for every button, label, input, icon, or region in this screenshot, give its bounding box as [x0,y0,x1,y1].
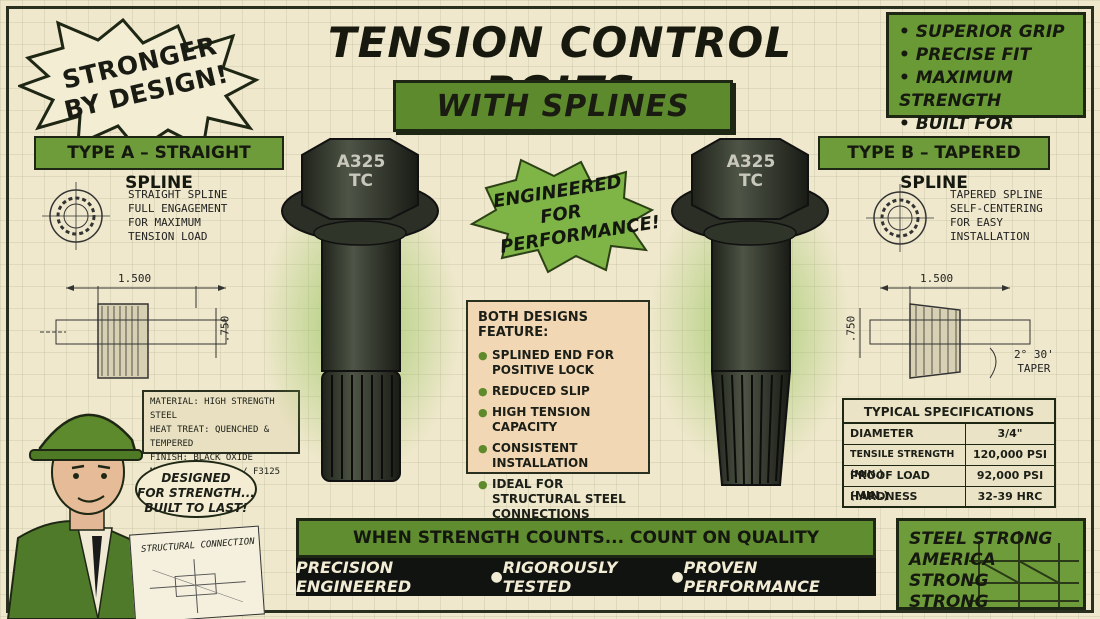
material-line: MATERIAL: HIGH STRENGTH STEEL [150,397,275,421]
type-a-label: TYPE A – STRAIGHT SPLINE [34,136,284,193]
spec-value: 32-39 HRC [977,490,1043,503]
steel-line: STEEL STRONG [909,529,1053,549]
structural-drawing-paper: STRUCTURAL CONNECTION [129,525,265,619]
features-box: SUPERIOR GRIP PRECISE FIT MAXIMUM STRENG… [886,12,1086,157]
building-frame-icon [969,531,1079,607]
speech-bubble: DESIGNED FOR STRENGTH... BUILT TO LAST! [135,460,257,518]
tagline-item: PROVEN PERFORMANCE [683,558,820,596]
feature-item: MAXIMUM STRENGTH [899,67,1073,113]
both-item: IDEAL FOR STRUCTURAL STEEL CONNECTIONS [478,477,638,522]
both-item: REDUCED SLIP [478,384,638,399]
typical-specs-table: TYPICAL SPECIFICATIONS DIAMETER 3/4" TEN… [842,398,1056,508]
both-designs-box: BOTH DESIGNS FEATURE: SPLINED END FOR PO… [466,300,650,521]
note-line: SELF-CENTERING [950,202,1043,215]
material-line: FINISH: BLACK OXIDE [150,453,253,463]
spec-key: PROOF LOAD (MIN.) [844,466,966,502]
taper-label: TAPER [1017,362,1051,375]
engineer-illustration [6,413,170,619]
bolt-type-b-image [650,138,850,486]
type-b-note: TAPERED SPLINE SELF-CENTERING FOR EASY I… [950,188,1070,244]
bolt-a-marking: A325 TC [316,153,406,191]
steel-line: AMERICA STRONG [909,550,996,591]
spec-value: 3/4" [997,427,1023,440]
type-b-length-dim: 1.500 [920,272,954,285]
stronger-by-design-burst: STRONGER BY DESIGN! [15,17,263,153]
table-row: TENSILE STRENGTH (MIN.) 120,000 PSI [844,445,1054,480]
bolt-marking-line: A325 [726,152,776,172]
bolt-type-a-image [260,138,460,482]
specs-title: TYPICAL SPECIFICATIONS [844,400,1054,424]
bubble-line: BUILT TO LAST! [144,501,248,515]
straight-spline-drawing [40,285,227,379]
bubble-line: FOR STRENGTH... [137,486,255,500]
paper-sketch [149,559,246,614]
note-line: STRAIGHT SPLINE [128,188,228,201]
subtitle-banner: WITH SPLINES [393,80,733,132]
spec-value: 92,000 PSI [976,469,1044,482]
slogan-banner: WHEN STRENGTH COUNTS... COUNT ON QUALITY… [296,518,876,582]
bolt-marking-line: TC [738,171,764,191]
table-row: HARDNESS 32-39 HRC [844,487,1054,508]
spec-key: DIAMETER [844,424,966,444]
material-line: HEAT TREAT: QUENCHED & TEMPERED [150,425,270,449]
feature-item: SUPERIOR GRIP [899,21,1073,44]
note-line: TENSION LOAD [128,230,208,243]
tagline-item: PRECISION ENGINEERED [296,558,412,596]
bolt-marking-line: A325 [336,152,386,172]
type-a-dia-dim: .750 [218,315,232,343]
note-line: FULL ENGAGEMENT [128,202,228,215]
steel-line: STRONG [909,592,989,610]
subtitle: WITH SPLINES [436,89,690,124]
bullet-icon: ● [671,569,684,585]
type-b-dia-dim: .750 [844,315,858,343]
starburst-shape [15,17,260,152]
engineered-burst-shape [469,158,655,274]
bolt-b-marking: A325 TC [706,153,796,191]
bolt-marking-line: TC [348,171,374,191]
engineered-burst: ENGINEERED FOR PERFORMANCE! [466,158,661,274]
taper-angle: 2° 30' [1014,348,1054,361]
taper-note: 2° 30' TAPER [1014,348,1054,376]
paper-label: STRUCTURAL CONNECTION [140,536,256,555]
feature-item: PRECISE FIT [899,44,1073,67]
type-a-note: STRAIGHT SPLINE FULL ENGAGEMENT FOR MAXI… [128,188,268,244]
spec-value: 120,000 PSI [972,448,1047,461]
tagline-item: RIGOROUSLY TESTED [502,558,618,596]
bubble-line: DESIGNED [161,471,231,485]
both-item: HIGH TENSION CAPACITY [478,405,638,435]
both-item: CONSISTENT INSTALLATION [478,441,638,471]
note-line: FOR MAXIMUM [128,216,201,229]
steel-strong-box: STEEL STRONG AMERICA STRONG STRONG [896,518,1086,610]
type-a-length-dim: 1.500 [118,272,152,285]
note-line: INSTALLATION [950,230,1030,243]
bullet-icon: ● [490,569,503,585]
table-row: DIAMETER 3/4" [844,424,1054,445]
note-line: TAPERED SPLINE [950,188,1043,201]
type-b-label: TYPE B – TAPERED SPLINE [818,136,1050,193]
note-line: FOR EASY [950,216,1003,229]
tagline-bar: PRECISION ENGINEERED ● RIGOROUSLY TESTED… [296,558,876,596]
table-row: PROOF LOAD (MIN.) 92,000 PSI [844,466,1054,502]
tapered-spline-drawing [859,285,1031,379]
tapered-spline-gear-icon [866,184,934,252]
straight-spline-gear-icon [42,182,110,250]
both-title: BOTH DESIGNS FEATURE: [478,310,589,340]
spec-key: HARDNESS [844,487,966,508]
both-item: SPLINED END FOR POSITIVE LOCK [478,348,638,378]
spec-key: TENSILE STRENGTH (MIN.) [844,445,966,480]
